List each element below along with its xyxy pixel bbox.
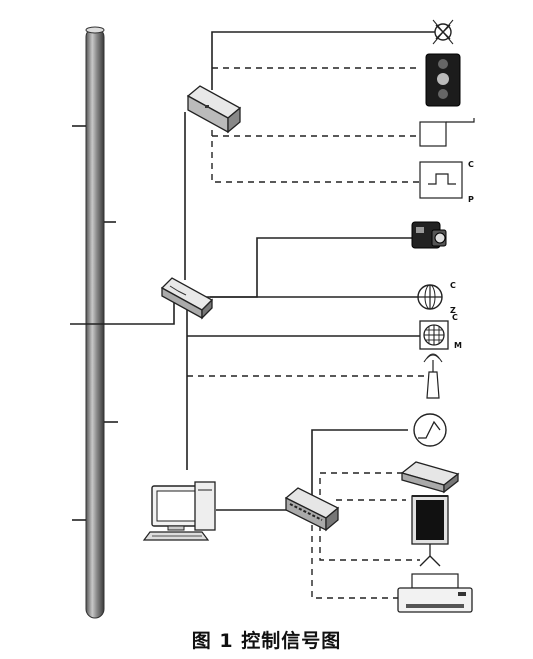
grid-label-c: C: [452, 313, 458, 322]
control-box-middle-icon: [160, 277, 214, 320]
globe-label-c: C: [450, 281, 456, 290]
figure-caption: 图 1 控制信号图: [191, 630, 342, 652]
globe-sensor-icon: C Z: [417, 281, 456, 315]
gauge-icon: [413, 413, 447, 447]
relay-label-c: C: [468, 160, 474, 169]
small-router-icon: [400, 461, 460, 494]
projector-screen-icon: [411, 495, 449, 567]
traffic-light-icon: [425, 53, 461, 107]
pole-mast-icon: [72, 26, 118, 619]
sign-panel-icon: [419, 118, 475, 147]
computer-icon: [142, 481, 216, 541]
wiring: [70, 31, 440, 599]
streetlamp-icon: [432, 19, 454, 45]
relay-label-p: P: [468, 195, 474, 204]
antenna-icon: [423, 353, 443, 399]
camera-icon: [411, 221, 447, 249]
grid-sensor-icon: C M: [419, 313, 462, 350]
printer-icon: [397, 573, 473, 613]
switch-hub-icon: [284, 487, 340, 532]
relay-box-icon: C P: [419, 160, 474, 204]
grid-label-m: M: [454, 341, 462, 350]
control-box-top-icon: [186, 85, 242, 134]
globe-label-z: Z: [450, 306, 456, 315]
